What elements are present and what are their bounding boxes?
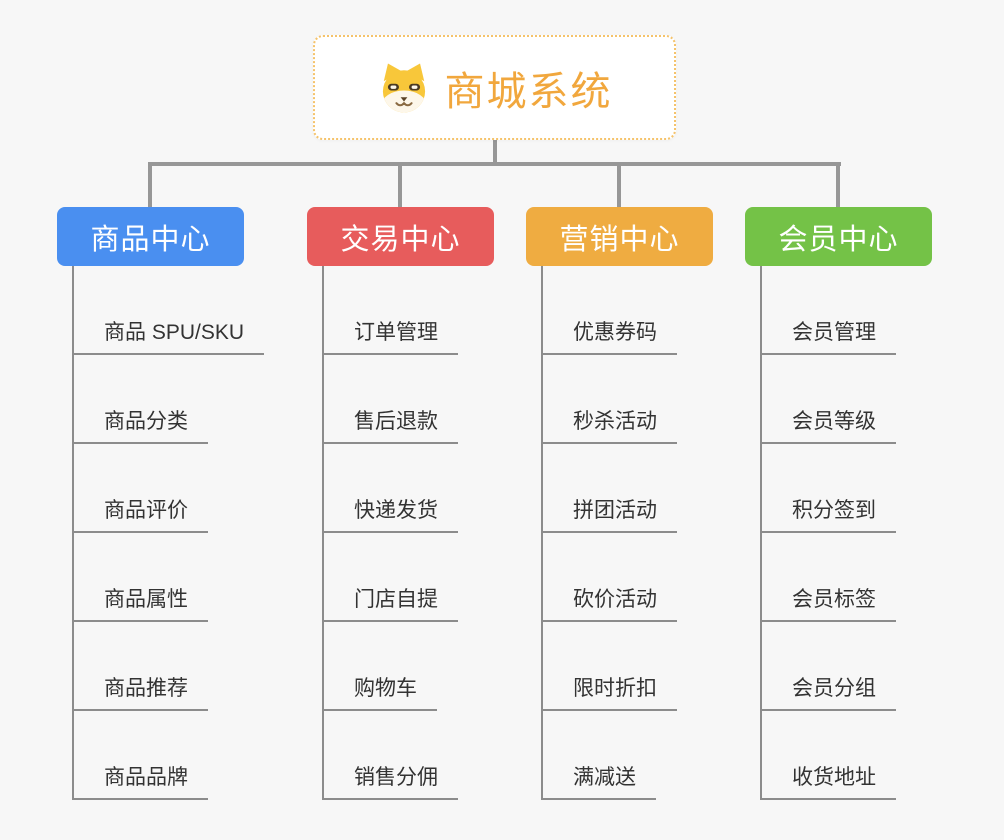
leaf-row: 满减送	[543, 711, 677, 800]
leaf-row: 商品品牌	[74, 711, 264, 800]
branch-children-member: 会员管理 会员等级 积分签到 会员标签 会员分组 收货地址	[760, 266, 896, 800]
leaf-node-product-category[interactable]: 商品分类	[74, 405, 208, 444]
leaf-node-store-pickup[interactable]: 门店自提	[324, 583, 458, 622]
leaf-node-after-sale-refund[interactable]: 售后退款	[324, 405, 458, 444]
leaf-node-shopping-cart[interactable]: 购物车	[324, 672, 437, 711]
leaf-row: 优惠券码	[543, 266, 677, 355]
leaf-node-express-delivery[interactable]: 快递发货	[324, 494, 458, 533]
leaf-node-product-brand[interactable]: 商品品牌	[74, 761, 208, 800]
branch-node-product-center[interactable]: 商品中心	[57, 207, 244, 266]
root-node[interactable]: 商城系统	[313, 35, 676, 140]
leaf-node-product-spu-sku[interactable]: 商品 SPU/SKU	[74, 316, 265, 355]
leaf-row: 秒杀活动	[543, 355, 677, 444]
leaf-row: 拼团活动	[543, 444, 677, 533]
leaf-row: 会员管理	[762, 266, 896, 355]
connector-drop-product	[148, 162, 152, 207]
leaf-row: 门店自提	[324, 533, 458, 622]
leaf-row: 商品推荐	[74, 622, 264, 711]
leaf-row: 商品属性	[74, 533, 264, 622]
leaf-row: 快递发货	[324, 444, 458, 533]
leaf-node-member-group[interactable]: 会员分组	[762, 672, 896, 711]
leaf-node-sales-commission[interactable]: 销售分佣	[324, 761, 458, 800]
leaf-node-full-reduction[interactable]: 满减送	[543, 761, 656, 800]
leaf-row: 购物车	[324, 622, 458, 711]
connector-root-stub	[493, 140, 497, 164]
branch-children-product: 商品 SPU/SKU 商品分类 商品评价 商品属性 商品推荐 商品品牌	[72, 266, 265, 800]
leaf-node-shipping-address[interactable]: 收货地址	[762, 761, 896, 800]
branch-children-marketing: 优惠券码 秒杀活动 拼团活动 砍价活动 限时折扣 满减送	[541, 266, 677, 800]
branch-node-marketing-center[interactable]: 营销中心	[526, 207, 713, 266]
connector-horizontal	[148, 162, 841, 166]
leaf-node-group-buy[interactable]: 拼团活动	[543, 494, 677, 533]
branch-node-trade-center[interactable]: 交易中心	[307, 207, 494, 266]
leaf-row: 砍价活动	[543, 533, 677, 622]
leaf-node-bargain-activity[interactable]: 砍价活动	[543, 583, 677, 622]
branch-node-member-center[interactable]: 会员中心	[745, 207, 932, 266]
leaf-node-member-tag[interactable]: 会员标签	[762, 583, 896, 622]
leaf-node-member-management[interactable]: 会员管理	[762, 316, 896, 355]
leaf-node-product-review[interactable]: 商品评价	[74, 494, 208, 533]
dog-face-icon	[377, 61, 431, 115]
leaf-node-flash-sale[interactable]: 秒杀活动	[543, 405, 677, 444]
leaf-row: 积分签到	[762, 444, 896, 533]
leaf-row: 售后退款	[324, 355, 458, 444]
leaf-node-points-checkin[interactable]: 积分签到	[762, 494, 896, 533]
leaf-row: 商品 SPU/SKU	[74, 266, 265, 355]
branch-children-trade: 订单管理 售后退款 快递发货 门店自提 购物车 销售分佣	[322, 266, 458, 800]
connector-drop-marketing	[617, 162, 621, 207]
leaf-node-coupon-code[interactable]: 优惠券码	[543, 316, 677, 355]
leaf-node-member-level[interactable]: 会员等级	[762, 405, 896, 444]
leaf-row: 商品分类	[74, 355, 264, 444]
leaf-node-product-recommend[interactable]: 商品推荐	[74, 672, 208, 711]
leaf-row: 会员分组	[762, 622, 896, 711]
leaf-row: 会员等级	[762, 355, 896, 444]
leaf-row: 限时折扣	[543, 622, 677, 711]
connector-drop-trade	[398, 162, 402, 207]
leaf-row: 收货地址	[762, 711, 896, 800]
leaf-node-product-attribute[interactable]: 商品属性	[74, 583, 208, 622]
leaf-row: 会员标签	[762, 533, 896, 622]
leaf-row: 订单管理	[324, 266, 458, 355]
leaf-row: 销售分佣	[324, 711, 458, 800]
connector-drop-member	[836, 162, 840, 207]
root-title: 商城系统	[444, 69, 613, 114]
leaf-row: 商品评价	[74, 444, 264, 533]
leaf-node-limited-discount[interactable]: 限时折扣	[543, 672, 677, 711]
leaf-node-order-management[interactable]: 订单管理	[324, 316, 458, 355]
